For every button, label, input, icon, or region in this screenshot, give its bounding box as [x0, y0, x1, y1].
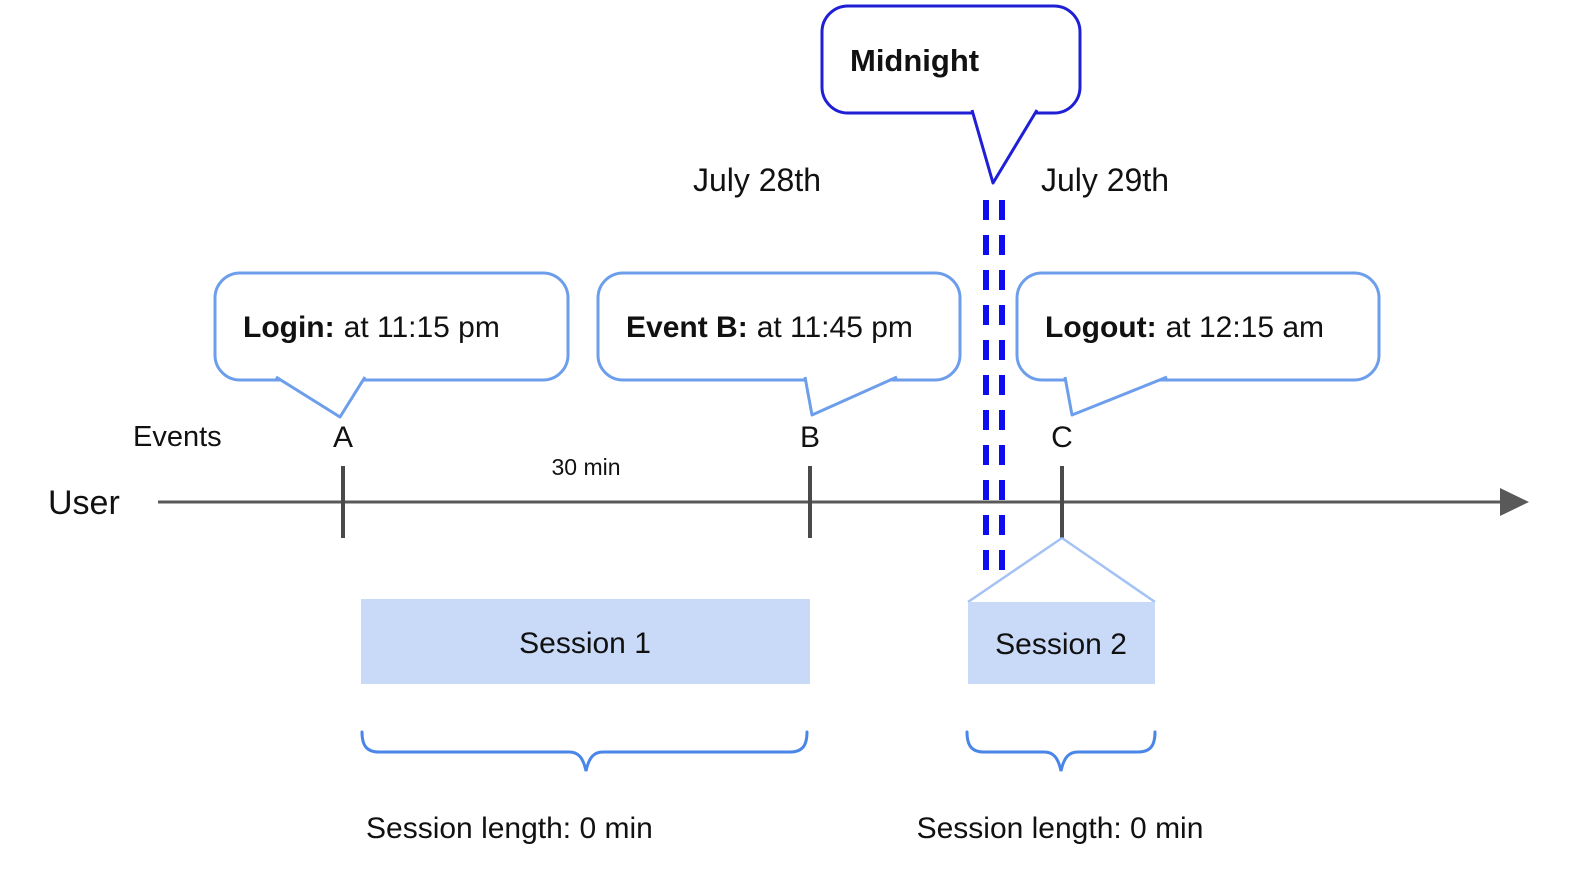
event-b-callout-bubble: [596, 271, 962, 382]
login-callout-label-bold: Login:: [243, 311, 335, 344]
session1-length-label: Session length: 0 min: [366, 812, 653, 845]
session1-bar: [361, 599, 810, 684]
session2-length-label: Session length: 0 min: [917, 812, 1204, 845]
session2-bar: [968, 602, 1155, 684]
session1-label: Session 1: [519, 627, 651, 660]
logout-callout-label-rest: at 12:15 am: [1166, 311, 1324, 344]
logout-callout-label: Logout: at 12:15 am: [1045, 311, 1324, 344]
events-row-label: Events: [133, 421, 222, 453]
event-b-label: B: [800, 421, 820, 454]
logout-callout-tail: [1063, 375, 1168, 417]
interval-label-30min: 30 min: [551, 454, 620, 480]
login-callout-bubble: [213, 271, 570, 382]
timeline-arrowhead-icon: [1500, 488, 1529, 516]
event-b-callout-tail: [803, 375, 898, 417]
date-label-july-28: July 28th: [693, 162, 821, 198]
midnight-callout-label: Midnight: [850, 43, 979, 78]
event-b-callout-label-bold: Event B:: [626, 311, 748, 344]
midnight-callout-tail: [970, 109, 1039, 185]
session2-label: Session 2: [995, 628, 1127, 661]
midnight-callout-bubble: [820, 4, 1082, 115]
logout-callout-label-bold: Logout:: [1045, 311, 1157, 344]
event-a-label: A: [333, 421, 353, 454]
event-c-label: C: [1051, 421, 1073, 454]
login-callout-label: Login: at 11:15 pm: [243, 311, 500, 344]
funnel-line-right: [1061, 536, 1156, 604]
date-label-july-29: July 29th: [1041, 162, 1169, 198]
login-callout-label-rest: at 11:15 pm: [344, 311, 500, 344]
session1-brace: [360, 730, 809, 772]
login-callout-tail: [275, 375, 367, 419]
event-b-callout-label: Event B: at 11:45 pm: [626, 311, 913, 344]
funnel-line-left: [967, 536, 1063, 604]
logout-callout-bubble: [1015, 271, 1381, 382]
event-b-callout-label-rest: at 11:45 pm: [757, 311, 913, 344]
user-axis-label: User: [48, 484, 120, 522]
session2-brace: [965, 730, 1157, 772]
